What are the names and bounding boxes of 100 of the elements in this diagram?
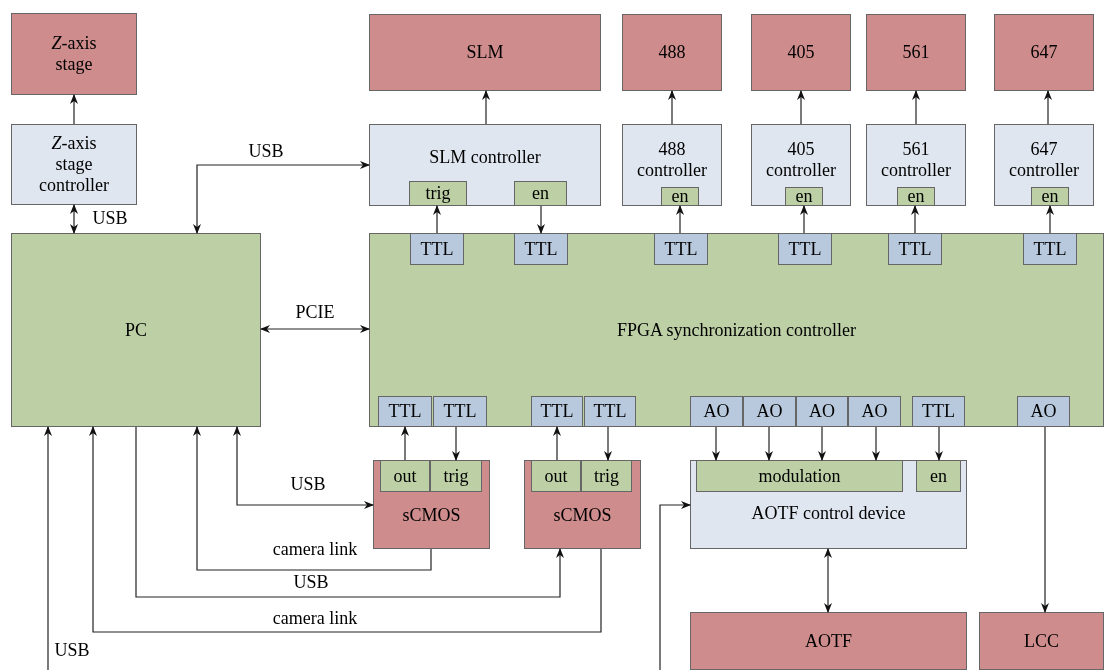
connector-arrow <box>70 204 78 234</box>
node-label: SLM controller <box>429 147 541 168</box>
port-box <box>514 181 567 206</box>
controller-box <box>751 124 851 206</box>
port-box <box>1031 187 1069 206</box>
node-label: sCMOS <box>553 505 612 526</box>
connector-arrow <box>668 90 676 125</box>
node-label: TTL <box>524 238 558 260</box>
node-label: trig <box>425 183 451 204</box>
port-box <box>584 396 636 427</box>
computer-box <box>11 233 261 427</box>
edge-label: USB <box>288 475 328 493</box>
device-box <box>751 14 851 91</box>
connector-arrow <box>1041 426 1049 613</box>
node-label: Z-axis stage controller <box>38 133 110 196</box>
device-box <box>979 612 1104 670</box>
connector-arrow <box>797 90 805 125</box>
controller-box <box>11 124 137 205</box>
node-label: en <box>671 186 689 207</box>
connector-arrow <box>89 426 602 633</box>
port-box <box>778 233 832 265</box>
port-box <box>690 396 743 427</box>
connector-arrow <box>818 426 826 461</box>
edge-label: PCIE <box>293 303 337 321</box>
port-box <box>848 396 901 427</box>
connector-arrow <box>824 548 832 613</box>
connector-arrow <box>482 90 490 125</box>
node-label: 647 <box>1030 42 1058 63</box>
port-box <box>785 187 823 206</box>
controller-box <box>866 124 966 206</box>
port-box <box>581 460 632 492</box>
device-box <box>11 13 137 95</box>
device-box <box>994 14 1094 91</box>
port-box <box>916 460 961 492</box>
node-label: en <box>907 186 925 207</box>
node-label: AOTF control device <box>751 503 906 524</box>
camera-box <box>373 460 490 549</box>
node-label: modulation <box>758 465 841 487</box>
port-box <box>531 396 583 427</box>
node-label: en <box>795 186 813 207</box>
node-label: sCMOS <box>402 505 461 526</box>
controller-box <box>369 233 1104 427</box>
connector-arrow <box>659 501 691 670</box>
node-label: en <box>930 465 947 487</box>
node-label: TTL <box>788 238 822 260</box>
connector-arrow <box>135 426 564 598</box>
node-label: TTL <box>443 401 477 422</box>
connector-arrow <box>553 426 561 461</box>
edge-label: camera link <box>270 540 360 558</box>
controller-box <box>369 124 601 206</box>
edge-label: camera link <box>270 609 360 627</box>
node-label: 561 <box>902 42 930 63</box>
node-label: AO <box>1030 401 1057 422</box>
node-label: out <box>544 465 568 487</box>
port-box <box>696 460 903 492</box>
node-label: 647 controller <box>1008 139 1080 181</box>
node-label: AO <box>809 401 835 422</box>
connector-arrow <box>1044 90 1052 125</box>
port-box <box>380 460 430 492</box>
node-label: SLM <box>466 42 504 63</box>
node-label: 405 controller <box>765 139 837 181</box>
connector-arrow <box>712 426 720 461</box>
node-label: 488 controller <box>636 139 708 181</box>
connector-arrow <box>935 426 943 461</box>
device-box <box>690 612 967 670</box>
node-label: 561 controller <box>880 139 952 181</box>
node-label: Z-axis stage <box>50 33 98 75</box>
connector-arrow <box>44 426 52 670</box>
connector-arrow <box>193 161 370 234</box>
connector-arrow <box>911 205 919 234</box>
edge-label: USB <box>90 209 130 227</box>
node-label: trig <box>443 465 469 487</box>
node-label: TTL <box>1033 238 1067 260</box>
port-box <box>430 460 482 492</box>
port-box <box>433 396 487 427</box>
connector-arrow <box>260 325 370 333</box>
device-box <box>866 14 966 91</box>
edge-label: USB <box>246 142 286 160</box>
device-box <box>622 14 722 91</box>
port-box <box>654 233 708 265</box>
node-label: en <box>532 183 549 204</box>
device-box <box>369 14 601 91</box>
node-label: TTL <box>540 401 574 422</box>
node-label: 488 <box>658 42 686 63</box>
connector-arrow <box>70 94 78 125</box>
node-label: TTL <box>898 238 932 260</box>
connector-arrow <box>912 90 920 125</box>
port-box <box>897 187 935 206</box>
port-box <box>410 233 464 265</box>
connector-arrow <box>800 205 808 234</box>
connector-arrow <box>1046 205 1054 234</box>
port-box <box>378 396 432 427</box>
connector-arrow <box>193 426 432 571</box>
controller-box <box>994 124 1094 206</box>
controller-box <box>622 124 722 206</box>
node-label: AO <box>756 401 783 422</box>
port-box <box>1017 396 1070 427</box>
node-label: TTL <box>593 401 627 422</box>
node-label: TTL <box>664 238 698 260</box>
edge-label: USB <box>291 573 331 591</box>
